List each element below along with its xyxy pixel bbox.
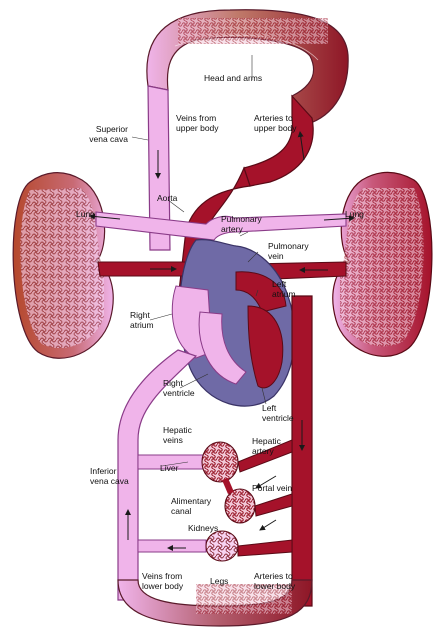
label-right-ventricle-line2: ventricle	[163, 388, 195, 398]
label-inferior-vena-cava-line2: vena cava	[90, 476, 129, 486]
label-inferior-vena-cava-line1: Inferior	[90, 466, 117, 476]
leader-lines	[131, 55, 267, 467]
label-veins-upper-body-line1: Veins from	[176, 113, 217, 123]
descending-aorta	[291, 295, 313, 607]
label-hepatic-veins-line1: Hepatic	[163, 425, 192, 435]
label-arteries-lower-body-line1: Arteries to	[254, 571, 293, 581]
alimentary-canal	[222, 478, 293, 524]
label-aorta: Aorta	[157, 193, 178, 203]
superior-vena-cava	[147, 85, 171, 251]
label-lung-left: Lung	[76, 209, 95, 219]
label-hepatic-artery-line1: Hepatic	[252, 436, 281, 446]
label-alimentary-canal-line2: canal	[171, 506, 192, 516]
label-legs: Legs	[210, 576, 229, 586]
liver	[137, 439, 293, 483]
heart	[171, 239, 296, 407]
label-alimentary-canal-line1: Alimentary	[171, 496, 212, 506]
right-lung	[332, 171, 433, 357]
arteries-upper-body	[243, 94, 314, 187]
label-hepatic-artery-line2: artery	[252, 446, 274, 456]
label-liver: Liver	[160, 463, 179, 473]
label-veins-lower-body-line1: Veins from	[142, 571, 183, 581]
label-left-atrium-line1: Left	[272, 279, 287, 289]
label-lung-right: Lung	[345, 209, 364, 219]
label-arteries-upper-body-line2: upper body	[254, 123, 297, 133]
head-arms-capillary-bed	[146, 9, 349, 127]
label-veins-lower-body-line2: lower body	[142, 581, 184, 591]
label-superior-vena-cava-line1: Superior	[95, 124, 128, 134]
label-hepatic-veins-line2: veins	[163, 435, 183, 445]
kidneys	[137, 530, 293, 562]
label-left-ventricle-line2: ventricle	[262, 413, 294, 423]
label-pulmonary-artery-line1: Pulmonary	[221, 214, 262, 224]
label-arteries-lower-body-line2: lower body	[254, 581, 296, 591]
label-right-atrium-line2: atrium	[130, 320, 154, 330]
label-kidneys: Kidneys	[188, 523, 219, 533]
left-lung	[12, 172, 114, 359]
label-right-ventricle-line1: Right	[163, 378, 183, 388]
legs-capillary-bed	[117, 579, 313, 627]
label-pulmonary-artery-line2: artery	[221, 224, 243, 234]
label-portal-vein: Portal vein	[252, 483, 293, 493]
label-left-atrium-line2: atrium	[272, 289, 296, 299]
label-veins-upper-body-line2: upper body	[176, 123, 219, 133]
label-left-ventricle-line1: Left	[262, 403, 277, 413]
label-arteries-upper-body-line1: Arteries to	[254, 113, 293, 123]
label-pulmonary-vein-line2: vein	[268, 251, 284, 261]
pulmonary-artery	[95, 211, 347, 241]
label-superior-vena-cava-line2: vena cava	[89, 134, 128, 144]
label-head-and-arms: Head and arms	[204, 73, 263, 83]
flow-arrows	[89, 131, 355, 551]
label-right-atrium-line1: Right	[130, 310, 150, 320]
label-pulmonary-vein-line1: Pulmonary	[268, 241, 309, 251]
